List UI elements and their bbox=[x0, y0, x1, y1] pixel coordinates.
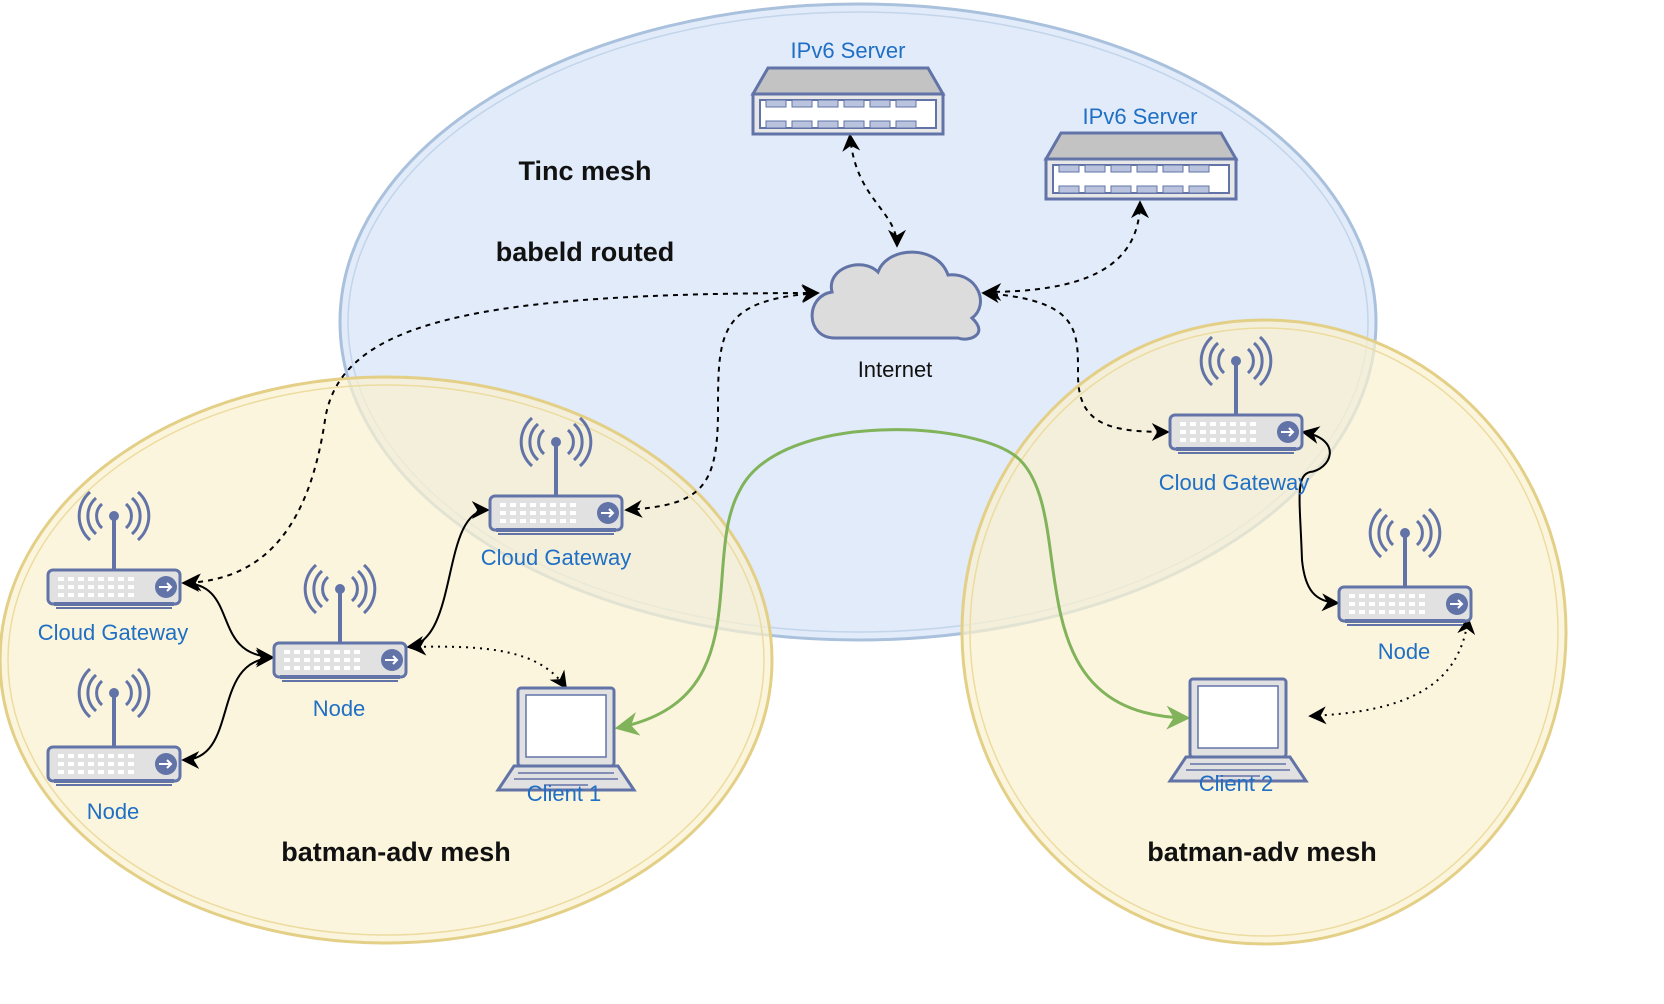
client-1 bbox=[496, 686, 636, 792]
connections bbox=[181, 133, 1476, 769]
cloud-icon bbox=[810, 250, 982, 341]
client-2 bbox=[1168, 677, 1308, 783]
link-internet-left-gateway2 bbox=[624, 285, 820, 518]
internet-label: Internet bbox=[858, 357, 933, 382]
client-1-label: Client 1 bbox=[527, 781, 602, 806]
link-left-node-client1 bbox=[408, 637, 568, 690]
left-gateway-2-label: Cloud Gateway bbox=[481, 545, 631, 570]
link-left-nodebottom-node bbox=[181, 649, 274, 769]
link-internet-server1 bbox=[842, 133, 906, 248]
left-mesh-title: batman-adv mesh bbox=[281, 837, 511, 867]
laptop-icon bbox=[1168, 677, 1308, 783]
link-client1-client2 bbox=[614, 428, 1191, 736]
link-internet-left-gateway1 bbox=[183, 284, 820, 592]
right-node-label: Node bbox=[1378, 639, 1431, 664]
server-1-label: IPv6 Server bbox=[791, 38, 906, 63]
link-right-node-client2 bbox=[1308, 616, 1476, 725]
left-node-bottom-label: Node bbox=[87, 799, 140, 824]
link-right-gateway-node bbox=[1298, 426, 1340, 612]
client-2-label: Client 2 bbox=[1199, 771, 1274, 796]
internet-cloud bbox=[810, 250, 982, 341]
right-gateway-label: Cloud Gateway bbox=[1159, 470, 1309, 495]
left-gateway-1-label: Cloud Gateway bbox=[38, 620, 188, 645]
server-2-icon bbox=[1044, 131, 1238, 201]
server-2-label: IPv6 Server bbox=[1083, 104, 1198, 129]
left-node-top-label: Node bbox=[313, 696, 366, 721]
laptop-icon bbox=[496, 686, 636, 792]
server-1-icon bbox=[751, 66, 945, 136]
right-batman-region bbox=[960, 318, 1568, 946]
link-internet-right-gateway bbox=[981, 285, 1170, 441]
server-2 bbox=[1044, 131, 1238, 201]
right-mesh-title: batman-adv mesh bbox=[1147, 837, 1377, 867]
tinc-mesh-subtitle: babeld routed bbox=[496, 237, 675, 267]
tinc-mesh-title: Tinc mesh bbox=[518, 156, 651, 186]
server-1 bbox=[751, 66, 945, 136]
